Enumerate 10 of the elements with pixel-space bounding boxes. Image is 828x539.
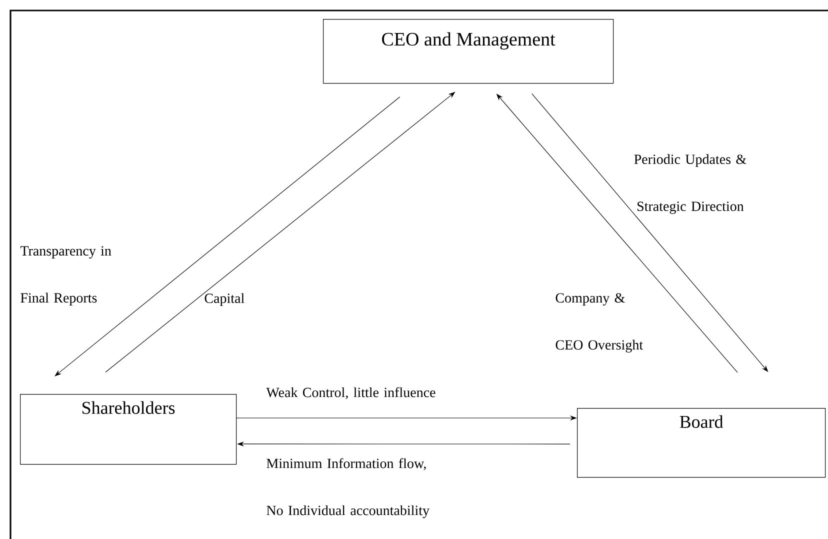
management-box: CEO and Management	[323, 19, 614, 84]
edge-label: Minimum Information flow, No Individual accountability	[266, 458, 430, 518]
shareholders-box: Shareholders	[20, 394, 237, 465]
edge-label: Capital	[204, 293, 244, 306]
edge-label: Periodic Updates & Strategic Direction	[634, 154, 746, 214]
edge-label: Weak Control, little influence	[266, 387, 436, 400]
edge-label: Transparency in Final Reports	[20, 246, 112, 306]
edge-label: Company & CEO Oversight	[556, 293, 643, 353]
board-box: Board	[577, 408, 826, 478]
arrow	[54, 96, 400, 376]
